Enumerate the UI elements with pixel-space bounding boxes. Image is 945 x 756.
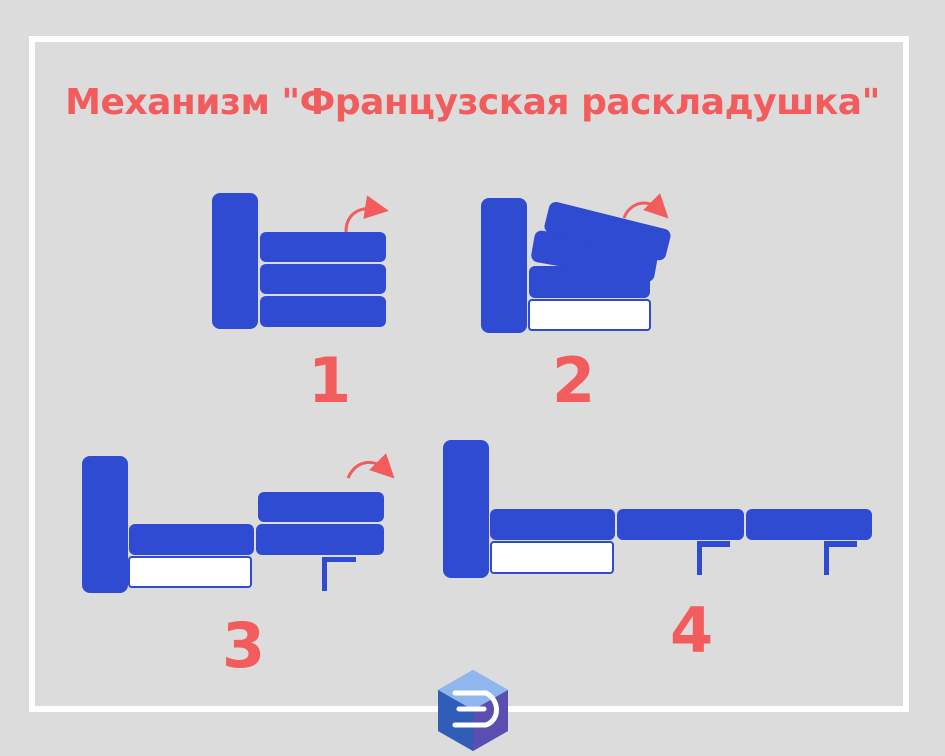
seat-section: [490, 509, 615, 540]
support-bracket-1: [697, 541, 730, 547]
sofa-base-frame: [128, 556, 252, 588]
sofa-backrest: [82, 456, 128, 593]
logo-hexagon-icon: [438, 670, 508, 751]
step-number-3: 3: [222, 609, 266, 682]
page-title: Механизм "Французская раскладушка": [65, 82, 880, 123]
support-leg: [322, 557, 327, 591]
step-number-4: 4: [670, 594, 714, 667]
folded-cushion-2: [544, 201, 671, 261]
sofa-backrest: [212, 193, 258, 329]
support-leg-1: [697, 541, 702, 575]
arrow-curved-icon: [344, 195, 389, 233]
step-3-sofa: [82, 453, 395, 593]
middle-section: [617, 509, 744, 540]
sofa-backrest: [481, 198, 527, 333]
folded-section: [258, 492, 384, 522]
sofa-base-frame: [490, 541, 614, 574]
step-4-sofa: [443, 440, 872, 578]
step-number-2: 2: [552, 344, 596, 417]
arrow-curved-icon: [622, 193, 669, 219]
sofa-backrest: [443, 440, 489, 578]
seat-cushion-bottom: [260, 296, 386, 327]
seat-cushion-top: [260, 232, 386, 262]
folded-cushion-1: [531, 230, 658, 282]
support-leg-2: [824, 541, 829, 575]
support-bracket: [322, 557, 356, 562]
end-section: [746, 509, 872, 540]
step-1-sofa: [212, 193, 389, 329]
arrow-curved-icon: [346, 453, 395, 479]
support-bracket-2: [824, 541, 857, 547]
step-number-1: 1: [308, 344, 352, 417]
seat-cushion: [129, 524, 254, 555]
middle-section: [256, 524, 384, 555]
step-2-sofa: [481, 193, 671, 333]
seat-cushion-middle: [260, 264, 386, 294]
sofa-base-frame: [528, 299, 651, 331]
